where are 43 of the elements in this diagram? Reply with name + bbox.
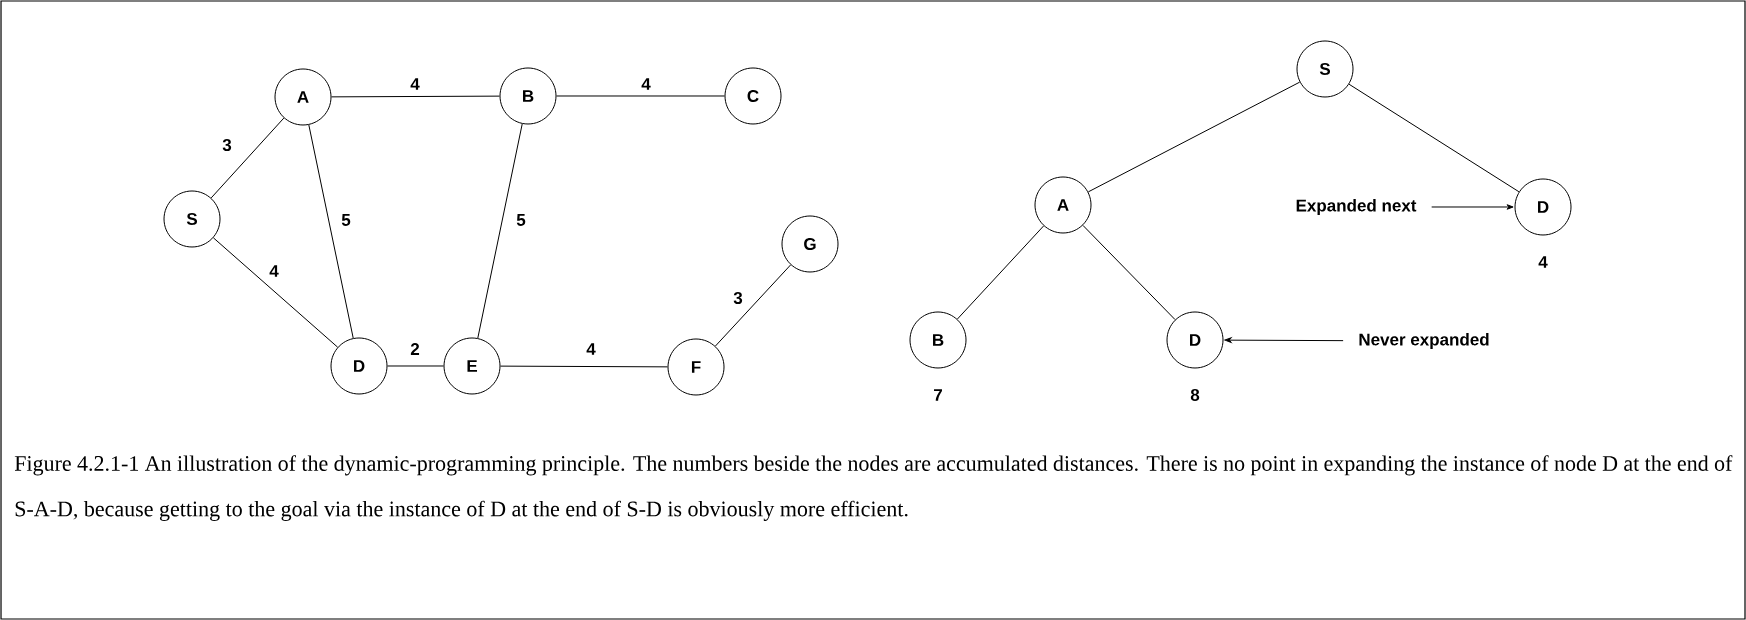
edge-line: [331, 95, 500, 98]
edge-line: [556, 95, 725, 97]
graph-node: G: [781, 215, 839, 273]
graph-node: C: [724, 67, 782, 125]
edge-line: [212, 237, 339, 348]
edge-line: [387, 365, 444, 367]
distance-label: 4: [1538, 256, 1548, 268]
annotation-text: Expanded next: [1296, 199, 1417, 215]
edge-line: [210, 117, 285, 199]
graph-node: A: [1034, 176, 1092, 234]
edge-label: 5: [339, 212, 353, 228]
edge-label: 4: [584, 341, 598, 357]
arrow: [1224, 337, 1344, 343]
graph-node: S: [1296, 40, 1354, 98]
graph-node: F: [667, 338, 725, 396]
graph-node: B: [499, 67, 557, 125]
graph-node: S: [163, 190, 221, 248]
distance-label: 8: [1190, 388, 1200, 401]
edge-line: [477, 123, 523, 339]
graph-node: E: [443, 337, 501, 395]
graph-node: B: [909, 311, 967, 369]
edge-line: [308, 124, 354, 339]
distance-label: 7: [934, 389, 942, 401]
graph-node: D: [1166, 311, 1224, 369]
edge-label: 2: [408, 341, 422, 357]
edge-label: 4: [408, 76, 422, 92]
edge-line: [500, 365, 668, 368]
edge-line: [1087, 81, 1301, 193]
arrow: [1431, 204, 1514, 210]
edge-label: 4: [639, 76, 653, 92]
edge-label: 5: [514, 212, 528, 228]
edge-label: 3: [220, 136, 234, 154]
annotation-text: Never expanded: [1359, 333, 1489, 349]
edge-line: [1082, 224, 1176, 321]
edge-line: [956, 225, 1045, 320]
edge-line: [1348, 83, 1520, 193]
graph-node: D: [330, 337, 388, 395]
edge-label: 3: [731, 289, 745, 306]
graph-node: A: [274, 68, 332, 126]
edge-line: [714, 264, 792, 347]
edge-label: 4: [267, 263, 281, 279]
caption: Figure 4.2.1-1 An illustration of the dynamic-programming principle. The numbers beside the nodes are accumulated distances. There is no point in expanding the instance of node D at the end of S-A-D, because getting to the goal via the instance of D at the end of S-D is obviously more efficient.: [14, 455, 1733, 521]
graph-node: D: [1514, 178, 1572, 236]
